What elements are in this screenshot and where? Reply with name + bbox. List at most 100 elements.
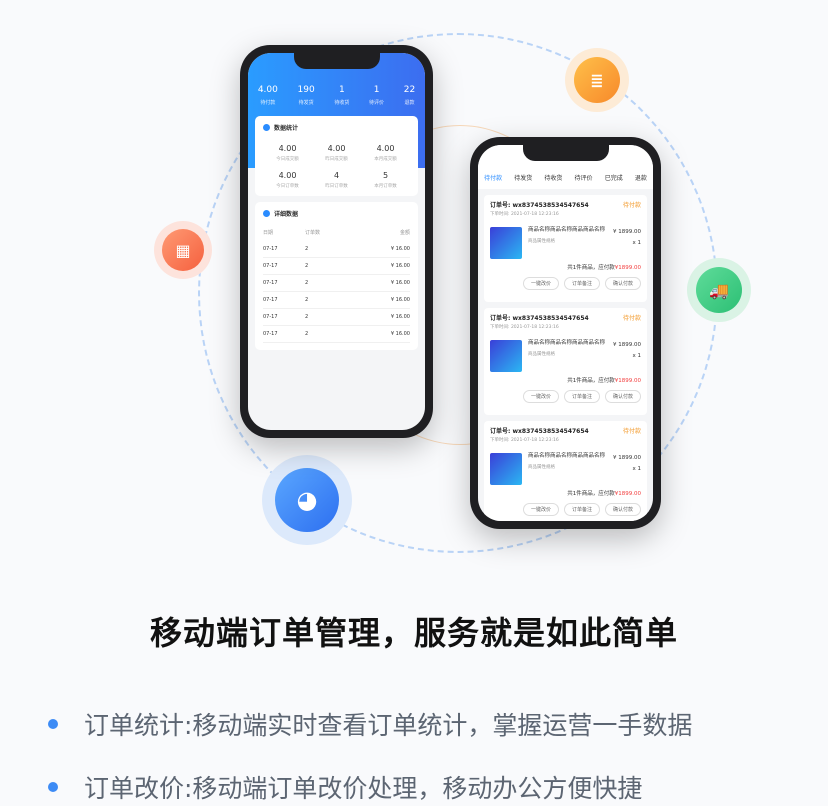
table-cell: 07-17 [263,297,278,303]
tab-1[interactable]: 待发货 [514,175,533,182]
product-name: 商品名称商品名称商品商品名称 [528,453,606,459]
status-count: 22 [403,85,416,95]
confirm-payment-button[interactable]: 确认付款 [604,503,641,516]
stat-value: 4 [333,171,340,180]
order-status: 待付款 [622,202,641,209]
change-price-button[interactable]: 一键改价 [522,503,559,516]
stat-label: 本月成交额 [374,157,397,162]
product-price: ¥ 1899.00 [613,455,641,461]
product-info: 商品名称商品名称商品商品名称商品属性规格 [528,227,607,259]
product-name: 商品名称商品名称商品商品名称 [528,227,606,233]
order-total: 共1件商品，应付款¥1899.00 [490,489,641,497]
stat-item: 4.00 今日成交额 [263,144,312,162]
order-time: 下单时间: 2021-07-18 12:23:16 [490,325,559,330]
status-count: 190 [297,85,315,95]
table-cell: ¥ 16.00 [390,314,410,320]
table-cell: 07-17 [263,280,278,286]
order-time: 下单时间: 2021-07-18 12:23:16 [490,212,559,217]
order-note-button[interactable]: 订单备注 [563,277,600,290]
status-summary-item[interactable]: 190 待发货 [298,85,315,168]
stat-label: 昨日订单数 [325,184,348,189]
status-summary-item[interactable]: 1 待评价 [369,85,384,168]
product-thumbnail [490,340,522,372]
tab-3[interactable]: 待评价 [574,175,593,182]
table-cell: 2 [305,331,309,337]
qrcode-icon: ▦ [162,229,204,271]
product-qty: x 1 [632,466,641,472]
bullet-dot-icon [48,782,58,792]
table-cell: 2 [305,314,309,320]
col-amount: 金额 [399,230,410,236]
status-label: 待发货 [298,100,314,106]
pie-chart-icon: ◕ [275,468,339,532]
tab-0[interactable]: 待付款 [484,175,503,182]
table-cell: ¥ 16.00 [390,280,410,286]
bullet-item: 订单改价:移动端订单改价处理，移动办公方便快捷 [48,769,642,805]
product-thumbnail [490,227,522,259]
table-cell: 07-17 [263,314,278,320]
col-date: 日期 [263,230,274,236]
order-time: 下单时间: 2021-07-18 12:23:16 [490,438,559,443]
change-price-button[interactable]: 一键改价 [522,390,559,403]
order-actions: 一键改价订单备注确认付款 [490,503,641,516]
product-price-qty: ¥ 1899.00 x 1 [613,453,641,485]
document-bubble: ≣ [565,48,629,112]
order-number: 订单号: wx8374538534547654 [490,428,589,435]
product-info: 商品名称商品名称商品商品名称商品属性规格 [528,453,607,485]
product-info: 商品名称商品名称商品商品名称商品属性规格 [528,340,607,372]
confirm-payment-button[interactable]: 确认付款 [604,390,641,403]
product-name: 商品名称商品名称商品商品名称 [528,340,606,346]
table-cell: ¥ 16.00 [390,263,410,269]
table-header: 日期 订单数 金额 [263,224,410,241]
total-amount: ¥1899.00 [614,265,641,271]
product-price: ¥ 1899.00 [613,342,641,348]
product-spec: 商品属性规格 [528,238,555,244]
total-label: 共1件商品，应付款 [567,378,615,384]
order-actions: 一键改价订单备注确认付款 [490,390,641,403]
table-cell: 07-17 [263,263,278,269]
col-orders: 订单数 [305,230,321,236]
order-number: 订单号: wx8374538534547654 [490,315,589,322]
order-note-button[interactable]: 订单备注 [563,503,600,516]
total-amount: ¥1899.00 [614,491,641,497]
order-item: 商品名称商品名称商品商品名称商品属性规格 ¥ 1899.00 x 1 [490,453,641,485]
stat-label: 本月订单数 [374,184,397,189]
detail-icon [263,210,270,217]
stat-label: 今日成交额 [276,157,299,162]
product-qty: x 1 [632,240,641,246]
tab-2[interactable]: 待收货 [544,175,563,182]
stat-value: 4.00 [278,144,297,153]
document-icon: ≣ [574,57,620,103]
status-count: 1 [373,85,380,95]
headline: 移动端订单管理，服务就是如此简单 [149,614,678,652]
product-spec: 商品属性规格 [528,351,555,357]
order-note-button[interactable]: 订单备注 [563,390,600,403]
status-label: 待评价 [369,100,385,106]
change-price-button[interactable]: 一键改价 [522,277,559,290]
tab-5[interactable]: 退款 [634,175,647,182]
table-row: 07-17 2 ¥ 16.00 [263,309,410,326]
bullet-dot-icon [48,719,58,729]
table-cell: ¥ 16.00 [390,331,410,337]
tab-4[interactable]: 已完成 [604,175,623,182]
status-label: 待付款 [260,100,276,106]
confirm-payment-button[interactable]: 确认付款 [604,277,641,290]
stat-item: 4 昨日订单数 [312,171,361,189]
